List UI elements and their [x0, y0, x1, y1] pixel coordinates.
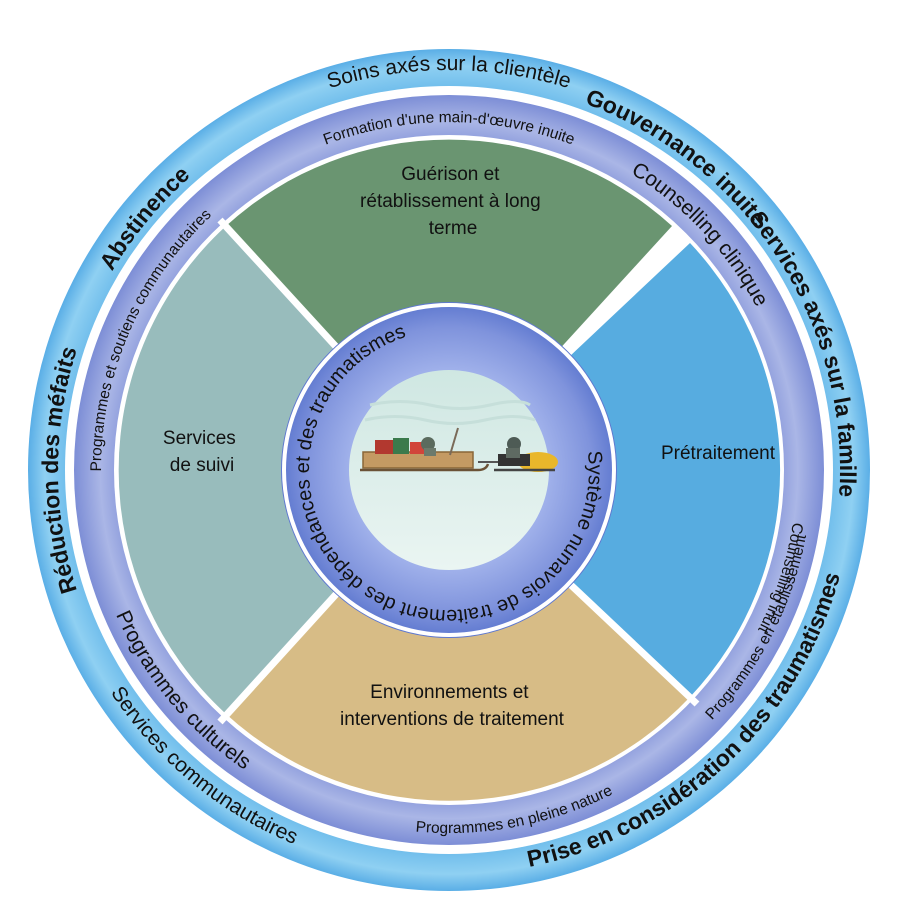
quadrant-label-treatment-settings: Environnements et interventions de trait…: [340, 682, 565, 730]
quadrant-label-aftercare: Services de suivi: [163, 428, 241, 476]
quadrant-label-pretreatment: Prétraitement: [661, 443, 776, 464]
quadrant-label-long-term-recovery: Guérison et rétablissement à long terme: [360, 164, 546, 239]
sled-and-snowmobile-illustration: [360, 400, 558, 472]
